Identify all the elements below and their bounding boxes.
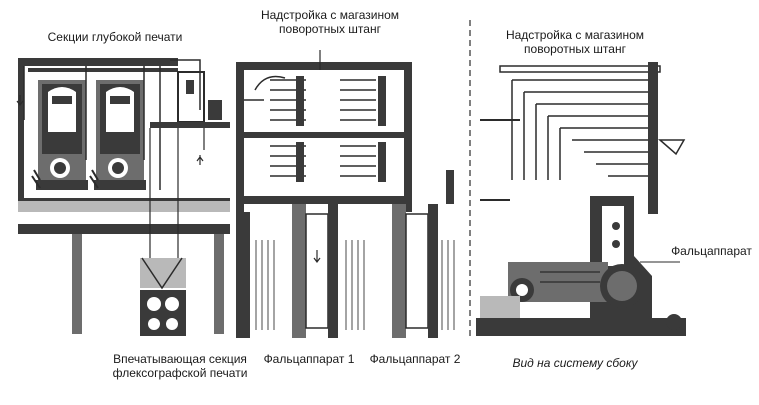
superstructure-front-label: Надстройка с магазином поворотных штанг xyxy=(260,8,400,36)
flexo-section-label: Впечатывающая секция флексографской печа… xyxy=(112,352,248,380)
folder-2-label: Фальцаппарат 2 xyxy=(369,352,461,366)
superstructure-front-drawing xyxy=(236,50,455,338)
gravure-sections-drawing xyxy=(16,58,230,336)
side-view-label: Вид на систему сбоку xyxy=(512,356,638,370)
folder-1-label: Фальцаппарат 1 xyxy=(263,352,355,366)
folder-side-label: Фальцаппарат xyxy=(671,244,752,258)
superstructure-side-label: Надстройка с магазином поворотных штанг xyxy=(505,28,645,56)
side-view-drawing xyxy=(476,62,686,336)
gravure-sections-label: Секции глубокой печати xyxy=(47,30,183,44)
